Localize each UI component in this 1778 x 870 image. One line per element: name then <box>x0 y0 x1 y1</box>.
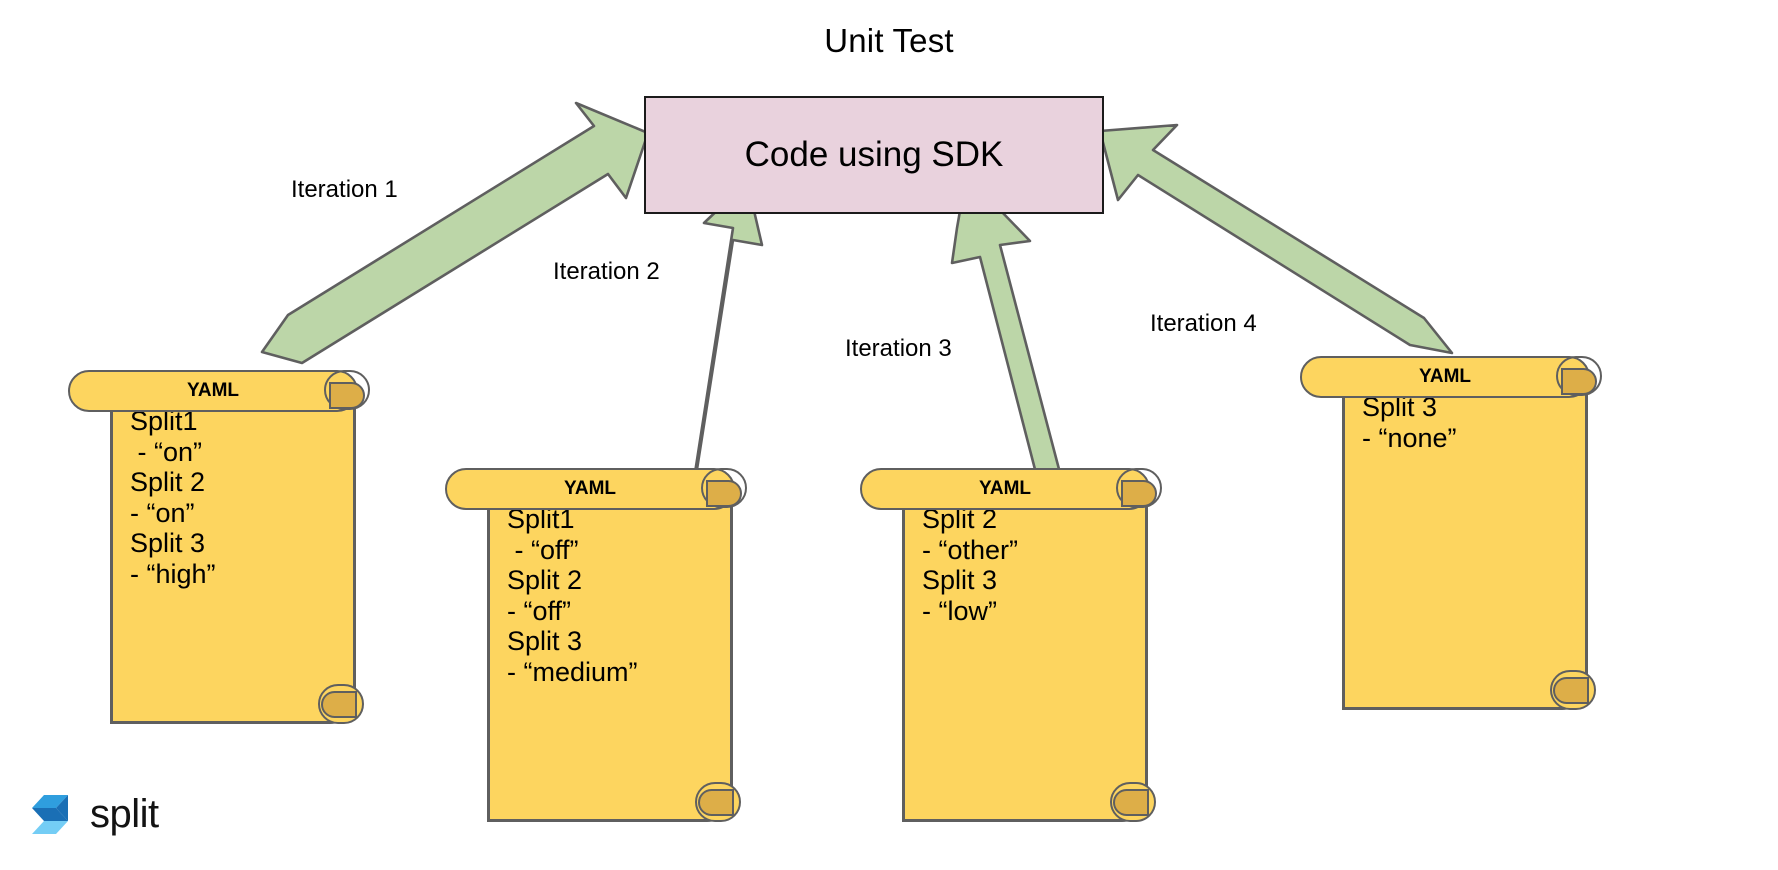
iteration-1-label: Iteration 1 <box>291 176 398 203</box>
yaml-scroll-2-header: YAML <box>563 478 617 499</box>
yaml-scroll-3-header: YAML <box>978 478 1032 499</box>
arrow-iteration-3 <box>950 186 1067 510</box>
split-logo-icon <box>32 795 68 834</box>
iteration-3-label: Iteration 3 <box>845 335 952 362</box>
yaml-scroll-1-top-roll <box>68 370 358 412</box>
yaml-scroll-1-body: Split1 - “on” Split 2 - “on” Split 3 - “… <box>130 406 216 589</box>
yaml-scroll-2-bottom-curl-inner <box>698 789 734 816</box>
yaml-scroll-3-bottom-curl-inner <box>1113 789 1149 816</box>
yaml-scroll-1-bottom-curl-inner <box>321 691 357 718</box>
split-logo: split <box>28 786 228 842</box>
code-using-sdk-box: Code using SDK <box>644 96 1104 214</box>
yaml-scroll-2-body: Split1 - “off” Split 2 - “off” Split 3 -… <box>507 504 638 687</box>
yaml-scroll-1: YAML Split1 - “on” Split 2 - “on” Split … <box>68 370 398 750</box>
iteration-2-label: Iteration 2 <box>553 258 660 285</box>
page-title: Unit Test <box>824 22 954 59</box>
yaml-scroll-3-body: Split 2 - “other” Split 3 - “low” <box>922 504 1019 626</box>
code-using-sdk-label: Code using SDK <box>744 135 1004 174</box>
yaml-scroll-2: YAML Split1 - “off” Split 2 - “off” Spli… <box>445 468 775 848</box>
yaml-scroll-4-top-roll <box>1300 356 1590 398</box>
yaml-scroll-2-sheet <box>487 494 733 822</box>
split-logo-wordmark: split <box>90 792 159 836</box>
yaml-scroll-1-header: YAML <box>186 380 240 401</box>
yaml-scroll-4-body: Split 3 - “none” <box>1362 392 1457 453</box>
yaml-scroll-3: YAML Split 2 - “other” Split 3 - “low” <box>860 468 1190 848</box>
yaml-scroll-3-sheet <box>902 494 1148 822</box>
yaml-scroll-4-bottom-curl-inner <box>1553 677 1589 704</box>
yaml-scroll-4-curl-inner <box>1561 368 1597 395</box>
arrow-iteration-1 <box>260 101 650 365</box>
yaml-scroll-4: YAML Split 3 - “none” <box>1300 356 1630 736</box>
yaml-scroll-4-curl <box>1556 356 1602 396</box>
yaml-scroll-3-curl-inner <box>1121 480 1157 507</box>
yaml-scroll-2-curl-inner <box>706 480 742 507</box>
yaml-scroll-4-sheet <box>1342 382 1588 710</box>
yaml-scroll-4-header: YAML <box>1418 366 1472 387</box>
yaml-scroll-1-curl <box>324 370 370 410</box>
yaml-scroll-1-curl-inner <box>329 382 365 409</box>
yaml-scroll-3-curl <box>1116 468 1162 508</box>
yaml-scroll-1-sheet <box>110 396 356 724</box>
iteration-4-label: Iteration 4 <box>1150 310 1257 337</box>
